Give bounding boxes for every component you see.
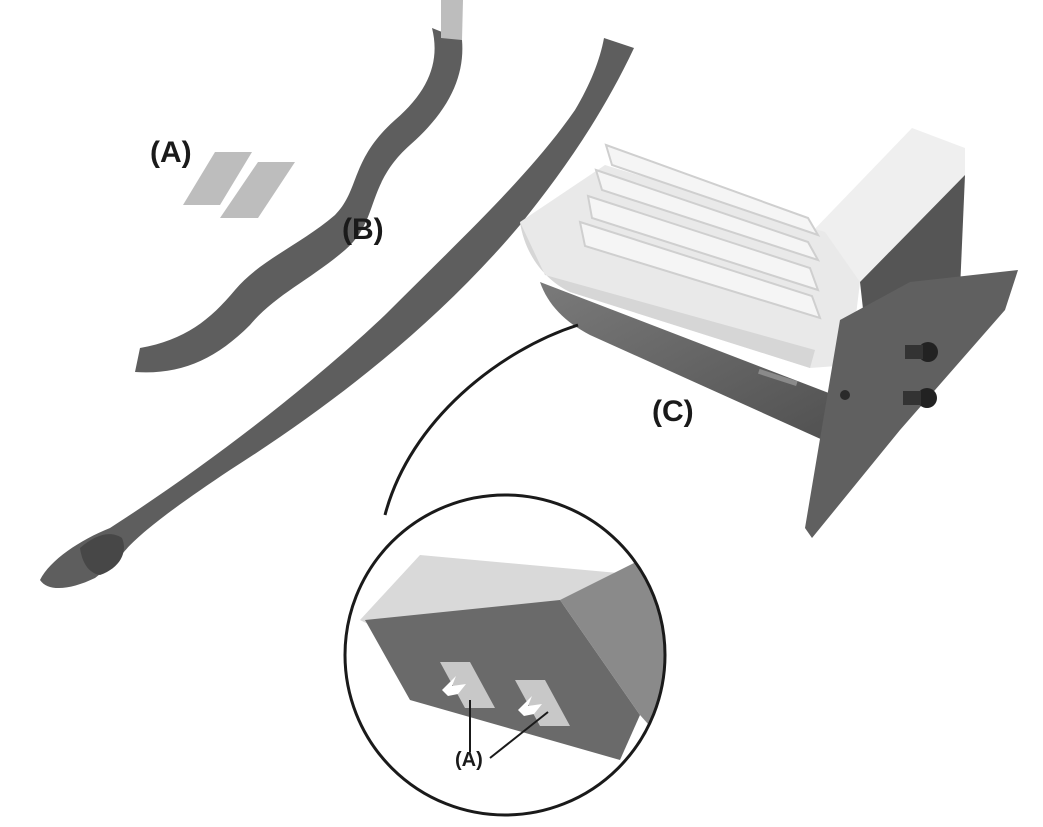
splint-shell xyxy=(540,282,860,450)
foot-splint xyxy=(520,128,1018,538)
detail-inset xyxy=(343,493,667,817)
adhesive-pad-icon xyxy=(515,680,570,726)
adhesive-pad-icon xyxy=(220,162,295,218)
pointer-arrow-icon xyxy=(442,676,466,696)
long-strap xyxy=(40,38,634,589)
inset-foam xyxy=(360,555,640,625)
inset-metal-face xyxy=(365,600,640,760)
adhesive-pad-icon xyxy=(440,662,495,708)
strap-long-velcro xyxy=(80,534,124,575)
splint-knobs xyxy=(903,342,938,408)
splint-foam-edge xyxy=(520,222,815,368)
label-adhesive-pads: (A) xyxy=(150,136,192,169)
adhesive-pads xyxy=(183,152,295,218)
strap-short-tab xyxy=(441,0,463,40)
knob-icon xyxy=(917,388,937,408)
hinge-icon xyxy=(840,390,850,400)
leader-line xyxy=(489,711,549,759)
short-strap xyxy=(135,0,463,373)
callout-line xyxy=(383,323,579,516)
label-foot-splint: (C) xyxy=(652,395,694,428)
label-inset-pads: (A) xyxy=(455,749,483,771)
inset-side-wall xyxy=(560,560,665,760)
pointer-arrows xyxy=(442,676,542,716)
pointer-arrow-icon xyxy=(518,696,542,716)
splint-ribs xyxy=(578,143,822,320)
strap-long-body xyxy=(40,38,634,589)
splint-heel-foam xyxy=(808,128,965,282)
adhesive-pad-icon xyxy=(183,152,252,205)
label-straps: (B) xyxy=(342,213,384,246)
